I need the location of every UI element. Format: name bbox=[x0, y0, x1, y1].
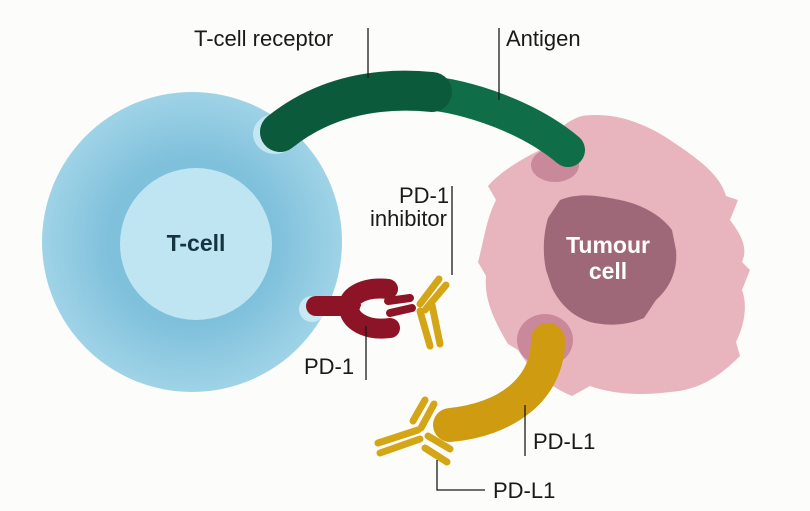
label-tumour-line1: Tumour bbox=[566, 232, 650, 258]
tcr-antigen-complex bbox=[260, 70, 585, 167]
label-pdl1-inhibitor: PD-L1 bbox=[493, 478, 556, 503]
label-pd1-inhibitor-line2: inhibitor bbox=[369, 206, 447, 231]
label-t-cell-receptor: T-cell receptor bbox=[194, 26, 334, 51]
label-pd1-inhibitor-line1: PD-1 bbox=[399, 183, 450, 208]
leader-lines bbox=[365, 28, 526, 491]
label-antigen: Antigen bbox=[506, 26, 581, 51]
pd1-inhibitor-antibody bbox=[416, 275, 450, 350]
pdl1-protein-shape bbox=[433, 323, 565, 442]
t-cell-nucleus bbox=[120, 168, 272, 320]
pd1-prong-upper bbox=[384, 294, 414, 305]
label-pd1: PD-1 bbox=[304, 354, 355, 379]
tumour-cell-nucleus bbox=[543, 195, 677, 325]
label-t-cell: T-cell bbox=[166, 230, 226, 256]
pd1-fork bbox=[339, 278, 400, 339]
pd1-prong-lower bbox=[386, 304, 416, 317]
pdl1-inhibitor-antibody bbox=[374, 396, 454, 466]
t-cell-receptor-shape bbox=[260, 70, 452, 152]
label-tumour-line2: cell bbox=[588, 258, 628, 284]
label-pdl1-protein: PD-L1 bbox=[533, 429, 596, 454]
pd1-receptor bbox=[306, 278, 416, 339]
leader-pdl1-inhibitor bbox=[436, 460, 485, 491]
